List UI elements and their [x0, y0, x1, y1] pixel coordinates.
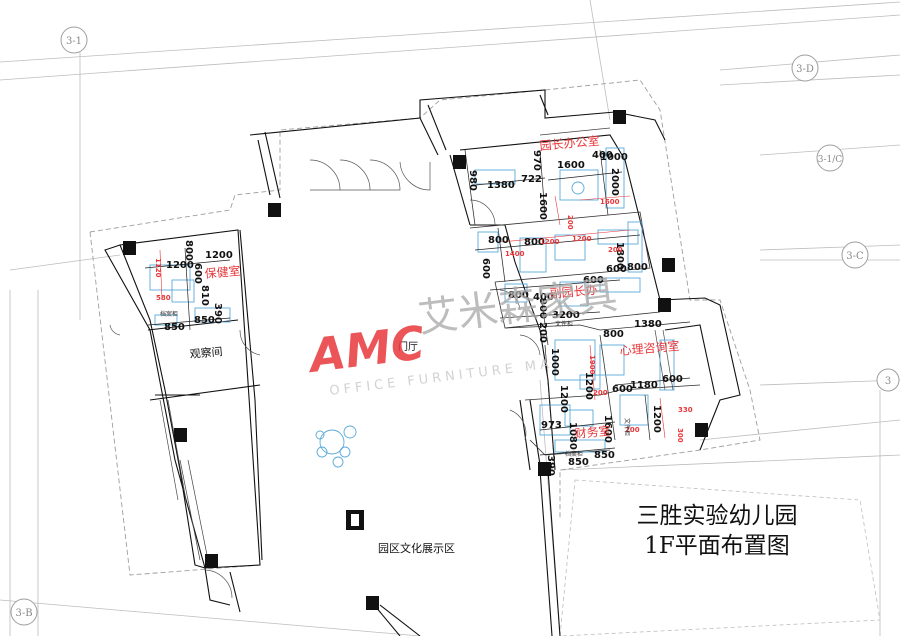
dim-label: 400: [592, 150, 613, 161]
grid-bubble-3-D: 3-D: [791, 54, 819, 82]
dim-label-red: 200: [593, 389, 608, 397]
dim-label: 1000: [549, 348, 560, 376]
dim-label: 800: [627, 262, 648, 273]
dim-label-red: 1400: [505, 250, 525, 258]
dim-label: 800: [508, 290, 529, 301]
room-label-culture-zone: 园区文化展示区: [378, 541, 455, 555]
svg-text:3: 3: [885, 376, 891, 387]
dim-label: 900: [537, 298, 548, 319]
small-label-cabinet: 档案柜: [565, 450, 583, 458]
room-labels: 园长办公室 副园长办 保健室 观察间 门厅 心理咨询室 财务室 园区文化展示区 …: [160, 133, 680, 555]
feature-circles: [315, 425, 357, 468]
dim-label: 390: [545, 455, 556, 476]
dim-label-red: 1200: [572, 235, 592, 243]
svg-text:3-D: 3-D: [796, 64, 814, 75]
dim-label: 800: [603, 329, 624, 340]
dim-label: 800: [524, 237, 545, 248]
dimension-labels-red: 200 1600 1200 1200 1400 1120 580 1900 20…: [154, 198, 693, 443]
title-line-1: 三胜实验幼儿园: [637, 503, 798, 529]
svg-text:3-C: 3-C: [846, 251, 864, 262]
dim-label: 200: [537, 322, 548, 343]
dashed-outline: [89, 79, 761, 576]
dim-label: 1180: [630, 380, 658, 391]
dim-label-red: 1900: [588, 355, 596, 375]
svg-text:3-B: 3-B: [15, 608, 32, 619]
grid-bubble-3-C: 3-C: [841, 241, 869, 269]
dim-label: 1600: [537, 192, 548, 220]
dim-label: 1000: [600, 152, 628, 163]
room-label-health: 保健室: [204, 263, 241, 281]
drawing-title: 三胜实验幼儿园 1F平面布置图: [637, 503, 798, 559]
door-swings: [109, 159, 541, 599]
dim-label: 600: [662, 374, 683, 385]
dim-label: 1600: [557, 160, 585, 171]
dim-label: 1200: [166, 260, 194, 271]
dim-label: 600: [612, 384, 633, 395]
dim-label-red: 580: [156, 294, 171, 302]
dim-label: 850: [194, 315, 215, 326]
grid-bubble-3-1: 3-1: [60, 26, 88, 54]
dim-label: 970: [531, 150, 542, 171]
small-label-cabinet: 档案柜: [160, 310, 178, 318]
grid-bubble-3-B: 3-B: [10, 598, 38, 626]
dim-label: 3200: [552, 310, 580, 321]
small-label-file-cabinet: 文件柜: [623, 418, 631, 436]
dim-label: 722: [521, 174, 542, 185]
room-label-finance: 财务室: [574, 423, 611, 441]
dim-label: 600: [606, 264, 627, 275]
svg-text:3-1: 3-1: [66, 36, 82, 47]
room-label-lobby: 门厅: [398, 340, 418, 353]
room-label-counseling: 心理咨询室: [619, 338, 680, 358]
dim-label: 1800: [614, 242, 625, 270]
grid-bubbles: 3-1 3-D 3-1/C 3-C 3-B 3: [10, 26, 900, 626]
dim-label: 980: [467, 170, 478, 191]
grid-bubble-3: 3: [876, 368, 900, 392]
dimension-labels: 980 1380 722 970 1600 400 1000 2000 1600…: [164, 150, 683, 476]
dim-label-red: 1200: [540, 238, 560, 246]
dim-label: 2000: [609, 168, 620, 196]
dim-label: 800: [488, 235, 509, 246]
title-line-2: 1F平面布置图: [644, 533, 790, 559]
dim-label: 1380: [487, 180, 515, 191]
dim-label-red: 1120: [154, 258, 162, 278]
dim-label-red: 300: [676, 428, 684, 443]
dim-label: 1380: [634, 319, 662, 330]
dim-label-red: 330: [678, 406, 693, 414]
dim-label-red: 200: [625, 426, 640, 434]
dim-label-red: 1600: [600, 198, 620, 206]
dim-label: 1200: [651, 405, 662, 433]
dim-label-red: 200: [608, 246, 623, 254]
small-label-file-cabinet: 文件柜: [555, 320, 573, 328]
dim-label: 850: [568, 457, 589, 468]
room-label-principal-office: 园长办公室: [539, 133, 600, 153]
room-label-observation: 观察间: [189, 344, 223, 361]
svg-text:3-1/C: 3-1/C: [818, 155, 843, 165]
dimension-lines: [144, 149, 691, 471]
columns: [123, 110, 708, 610]
dim-label: 600: [192, 263, 203, 284]
dim-label: 600: [583, 275, 604, 286]
dim-label: 1080: [567, 422, 578, 450]
grid-bubble-3-1C: 3-1/C: [816, 144, 844, 172]
dim-label: 850: [594, 450, 615, 461]
dim-label: 390: [212, 303, 223, 324]
dim-label: 400: [533, 292, 554, 303]
dim-label: 800: [183, 240, 194, 261]
dim-label: 1200: [558, 385, 569, 413]
dim-label: 973: [541, 420, 562, 431]
dim-label: 1200: [205, 250, 233, 261]
dim-label: 810: [199, 285, 210, 306]
room-label-deputy-principal: 副园长办: [549, 282, 598, 301]
watermark-logo: AMC: [304, 315, 428, 383]
dimension-lines-red: [159, 195, 666, 439]
watermark-brand: 艾米森家具: [416, 272, 620, 342]
dim-label: 850: [164, 322, 185, 333]
dim-label-red: 200: [566, 215, 574, 230]
dim-label: 1200: [583, 372, 594, 400]
dim-label: 1600: [602, 415, 613, 443]
dim-label: 600: [480, 258, 491, 279]
